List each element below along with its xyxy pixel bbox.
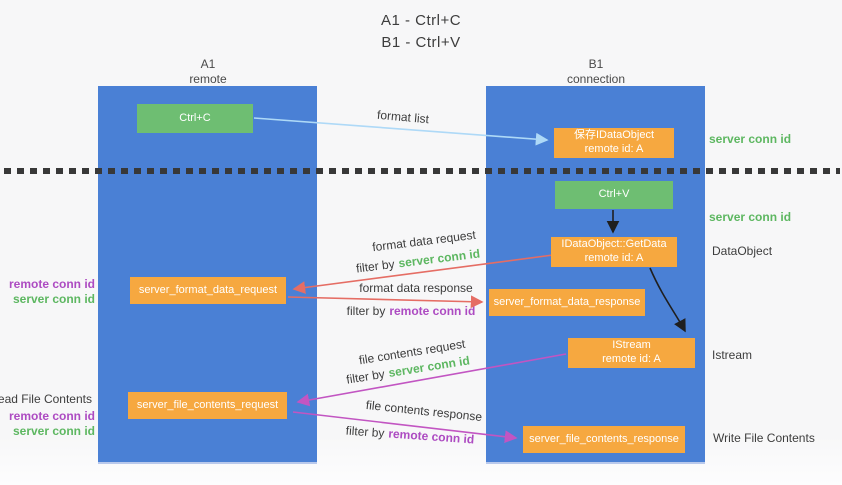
remote-conn-id-text: remote conn id: [387, 426, 475, 447]
getdata-box: IDataObject::GetData remote id: A: [551, 237, 677, 267]
getdata-line2: remote id: A: [584, 252, 644, 264]
save-idataobject-box: 保存IDataObject remote id: A: [554, 128, 674, 158]
left-remote-conn-id-1: remote conn id: [8, 277, 95, 291]
ctrl-c-label: Ctrl+C: [179, 111, 211, 124]
istream-line2: remote id: A: [602, 353, 661, 365]
title-line-2: B1 - Ctrl+V: [381, 33, 461, 51]
format-data-response-arrow: [287, 295, 484, 309]
column-a1-name: A1: [200, 57, 216, 71]
ctrl-c-box: Ctrl+C: [137, 104, 253, 133]
ctrl-v-label: Ctrl+V: [598, 188, 630, 201]
server-format-data-response-box: server_format_data_response: [489, 289, 645, 316]
istream-box: IStream remote id: A: [568, 338, 695, 368]
title-line-1: A1 - Ctrl+C: [380, 12, 462, 29]
save-idataobject-line1: 保存IDataObject: [573, 129, 655, 142]
write-file-contents-label: Write File Contents: [713, 431, 815, 445]
filter-by-text: filter by: [355, 256, 396, 276]
save-idataobject-line2: remote id: A: [584, 143, 644, 155]
dataobject-label: DataObject: [712, 244, 773, 258]
filter-by-text: filter by: [345, 366, 386, 387]
filter-by-text: filter by: [346, 304, 386, 318]
server-format-data-response-label: server_format_data_response: [493, 295, 641, 308]
column-a1-subtitle: remote: [189, 72, 227, 86]
server-format-data-request-label: server_format_data_request: [138, 283, 278, 296]
diagram-title: A1 - Ctrl+C B1 - Ctrl+V: [381, 10, 461, 54]
server-file-contents-response-label: server_file_contents_response: [529, 432, 679, 445]
istream-line1: IStream: [612, 339, 651, 352]
right-server-conn-id-1: server conn id: [709, 132, 792, 146]
read-file-contents-label: Read File Contents: [0, 392, 92, 406]
left-remote-conn-id-2: remote conn id: [8, 409, 95, 423]
server-conn-id-text: server conn id: [397, 246, 481, 271]
column-b1-subtitle: connection: [566, 72, 626, 86]
column-header-a1: A1 remote: [128, 57, 288, 87]
filter-by-text: filter by: [345, 423, 385, 441]
column-header-b1: B1 connection: [516, 57, 676, 87]
server-file-contents-request-box: server_file_contents_request: [128, 392, 287, 419]
column-b1-name: B1: [588, 57, 604, 71]
getdata-line1: IDataObject::GetData: [561, 238, 667, 251]
right-server-conn-id-2: server conn id: [709, 210, 792, 224]
left-server-conn-id-1: server conn id: [12, 292, 95, 306]
istream-side-label: Istream: [712, 348, 753, 362]
remote-conn-id-text: remote conn id: [389, 304, 476, 318]
format-data-response-label: format data response: [359, 281, 473, 295]
server-file-contents-request-label: server_file_contents_request: [136, 398, 279, 411]
format-list-label: format list: [376, 107, 430, 127]
file-contents-response-label: file contents response: [365, 397, 483, 425]
server-format-data-request-box: server_format_data_request: [130, 277, 286, 304]
ctrl-v-box: Ctrl+V: [555, 181, 673, 209]
left-server-conn-id-2: server conn id: [12, 424, 95, 438]
server-file-contents-response-box: server_file_contents_response: [523, 426, 685, 453]
